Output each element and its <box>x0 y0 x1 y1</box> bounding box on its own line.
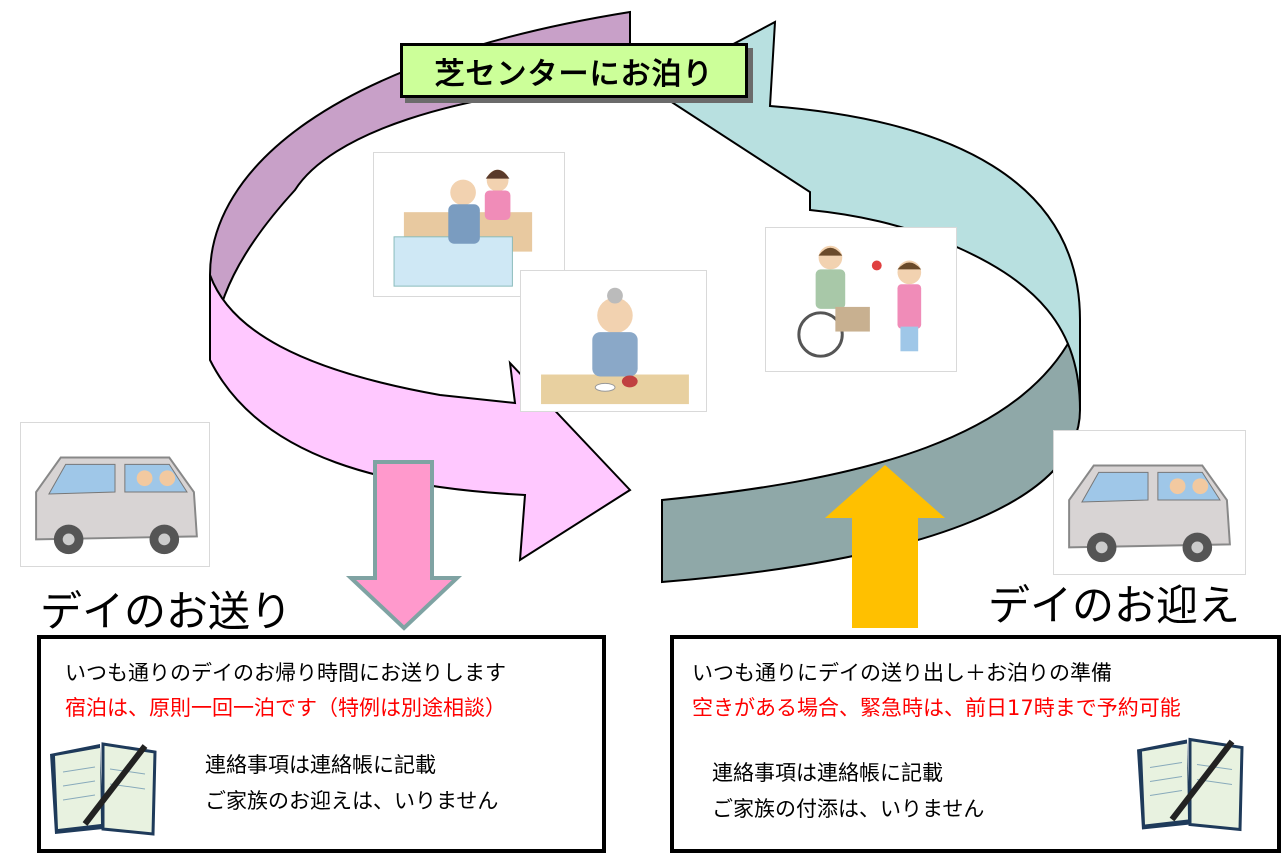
pick-up-line-3: 連絡事項は連絡帳に記載 <box>712 761 943 785</box>
van-icon <box>1053 430 1246 575</box>
notebook-pen-icon <box>45 734 165 839</box>
arc-light-teal-arrow <box>648 20 1081 411</box>
van-icon <box>20 422 210 567</box>
arc-pink-arrow <box>209 274 632 562</box>
page-title: 芝センターにお泊り <box>400 43 748 98</box>
send-off-line-4: ご家族のお迎えは、いりません <box>205 789 499 813</box>
send-off-line-2: 宿泊は、原則一回一泊です（特例は別途相談） <box>65 696 506 720</box>
pick-up-info-box: いつも通りにデイの送り出し＋お泊りの準備 空きがある場合、緊急時は、前日17時ま… <box>670 635 1281 853</box>
send-off-info-box: いつも通りのデイのお帰り時間にお送りします 宿泊は、原則一回一泊です（特例は別途… <box>37 635 606 853</box>
pick-up-line-1: いつも通りにデイの送り出し＋お泊りの準備 <box>692 661 1112 685</box>
send-off-line-1: いつも通りのデイのお帰り時間にお送りします <box>65 661 506 685</box>
meal-icon <box>520 270 707 412</box>
send-off-line-3: 連絡事項は連絡帳に記載 <box>205 753 436 777</box>
pick-up-label: デイのお迎え <box>988 581 1241 630</box>
up-arrow <box>825 465 945 628</box>
pick-up-line-2: 空きがある場合、緊急時は、前日17時まで予約可能 <box>692 696 1181 720</box>
down-arrow <box>345 460 463 631</box>
wheelchair-visit-icon <box>765 227 957 372</box>
send-off-label: デイのお送り <box>40 587 293 636</box>
notebook-pen-icon <box>1132 727 1252 837</box>
pick-up-line-4: ご家族の付添は、いりません <box>712 797 985 821</box>
